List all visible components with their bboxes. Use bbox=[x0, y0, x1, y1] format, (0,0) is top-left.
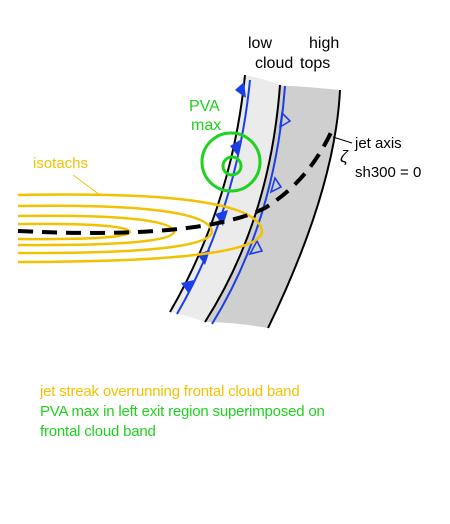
cold-front-triangle bbox=[181, 280, 194, 294]
cold-front-triangle bbox=[235, 82, 246, 98]
isotachs-pointer bbox=[72, 174, 101, 196]
isotachs-label: isotachs bbox=[33, 155, 88, 172]
caption-pva-max: PVA max in left exit region superimposed… bbox=[40, 403, 325, 420]
isotach-middle bbox=[17, 204, 214, 255]
pva-max-inner-circle bbox=[221, 155, 243, 177]
pva-max-outer-circle bbox=[200, 131, 262, 193]
warm-front-triangle bbox=[278, 111, 292, 129]
isotach-core bbox=[17, 222, 132, 241]
cold-front-triangle bbox=[230, 140, 240, 156]
warm-front-triangle bbox=[269, 176, 283, 194]
jet-axis-label: jet axis bbox=[354, 135, 402, 152]
cloud-band-right-edge bbox=[267, 89, 341, 329]
high-cloud-tops-band bbox=[205, 85, 340, 328]
caption-jet-streak: jet streak overrunning frontal cloud ban… bbox=[40, 383, 300, 400]
max-label: max bbox=[191, 117, 221, 134]
cloud-label: cloud bbox=[255, 55, 293, 72]
jet-axis-pointer bbox=[332, 136, 353, 144]
tops-label: tops bbox=[300, 55, 330, 72]
jet-axis-line bbox=[17, 127, 335, 235]
low-label: low bbox=[248, 35, 272, 52]
sh300-label: sh300 = 0 bbox=[355, 164, 421, 181]
cold-front-triangle bbox=[215, 210, 228, 226]
isotach-outer bbox=[17, 193, 264, 264]
caption-frontal-band: frontal cloud band bbox=[40, 423, 156, 440]
isotach-inner bbox=[17, 214, 176, 247]
high-label: high bbox=[309, 35, 339, 52]
zeta-symbol: ζ bbox=[340, 147, 349, 166]
warm-front-triangle bbox=[248, 239, 264, 256]
pva-label: PVA bbox=[189, 98, 220, 115]
